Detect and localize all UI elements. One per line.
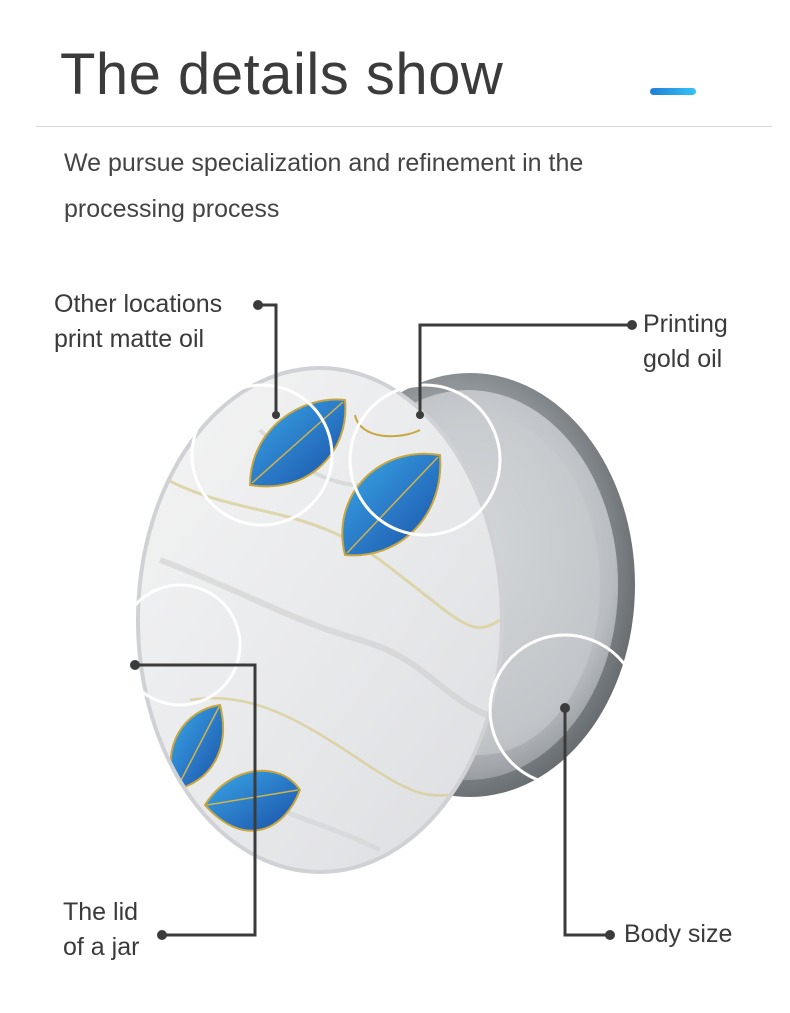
header-divider (36, 126, 772, 127)
leaf-upper-right (341, 414, 442, 557)
label-body-size: Body size (624, 920, 733, 948)
page-title: The details show (60, 42, 504, 107)
leader-dots-inner (272, 411, 424, 419)
label-matte-oil: Other locations print matte oil (54, 290, 223, 353)
leaf-upper-left (248, 398, 347, 488)
gold-oil-detail-circle (348, 383, 502, 537)
page-subtitle: We pursue specialization and refinement … (64, 149, 584, 223)
jar-lid (136, 366, 504, 874)
label-jar-lid: The lid of a jar (63, 898, 140, 961)
lid-detail-circle (118, 583, 242, 707)
matte-oil-detail-circle (190, 383, 334, 527)
leaf-lower-right (203, 769, 302, 832)
label-gold-oil: Printing gold oil (643, 310, 728, 373)
leaf-lower-left (169, 703, 224, 792)
leader-lines (135, 303, 632, 937)
detail-circles (118, 383, 642, 787)
accent-bar (650, 88, 696, 95)
leader-dots (130, 300, 637, 940)
